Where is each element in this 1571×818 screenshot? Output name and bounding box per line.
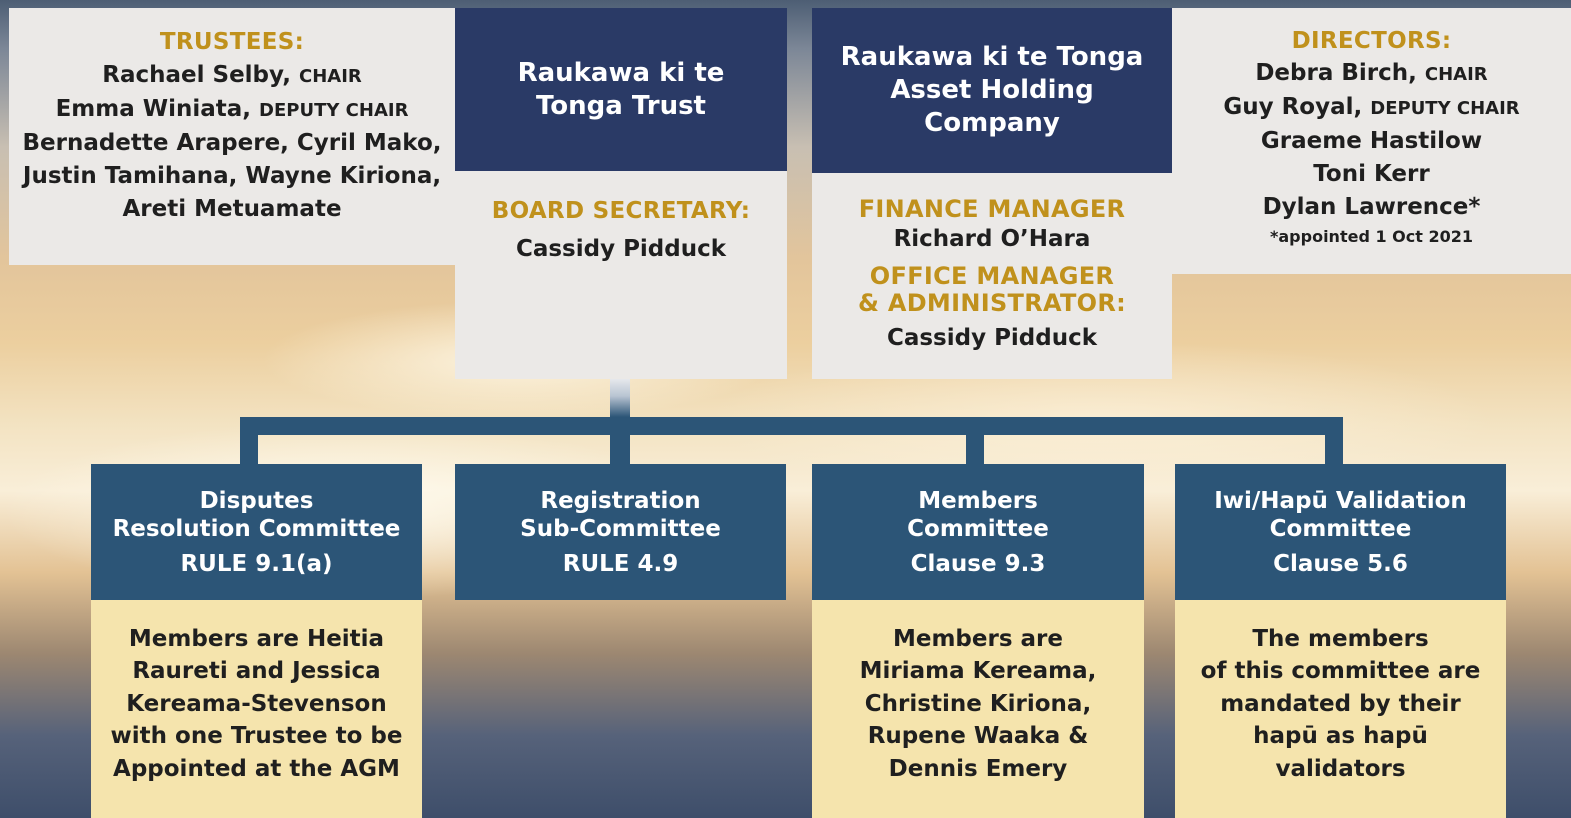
committee-members: Members are Miriama Kereama, Christine K… (859, 625, 1097, 782)
committee-title: Members Committee (907, 487, 1049, 542)
board-secretary-heading: BOARD SECRETARY: (491, 198, 751, 224)
board-secretary-panel: BOARD SECRETARY: Cassidy Pidduck (455, 171, 787, 379)
director-line: Dylan Lawrence* (1262, 194, 1481, 220)
connector-bar (240, 417, 1343, 435)
company-title: Raukawa ki te Tonga Asset Holding Compan… (840, 42, 1144, 138)
directors-heading: DIRECTORS: (1291, 28, 1452, 54)
directors-panel: DIRECTORS: Debra Birch, CHAIR Guy Royal,… (1172, 8, 1571, 274)
trustees-heading: TRUSTEES: (159, 29, 305, 55)
directors-list: Debra Birch, CHAIR Guy Royal, DEPUTY CHA… (1172, 57, 1571, 224)
board-secretary-name: Cassidy Pidduck (515, 236, 727, 262)
disputes-committee-header: Disputes Resolution Committee RULE 9.1(a… (91, 464, 422, 600)
committee-rule: Clause 9.3 (910, 550, 1046, 577)
members-committee-header: Members Committee Clause 9.3 (812, 464, 1144, 600)
directors-footnote: *appointed 1 Oct 2021 (1270, 227, 1473, 246)
director-deputy: Guy Royal, DEPUTY CHAIR (1223, 94, 1520, 120)
director-line: Toni Kerr (1313, 161, 1430, 187)
members-committee-members: Members are Miriama Kereama, Christine K… (812, 600, 1144, 818)
trustee-line: Justin Tamihana, Wayne Kiriona, (22, 163, 442, 189)
trustee-deputy: Emma Winiata, DEPUTY CHAIR (55, 96, 409, 122)
trustee-chair: Rachael Selby, CHAIR (102, 62, 362, 88)
committee-title: Registration Sub-Committee (520, 487, 721, 542)
committee-rule: Clause 5.6 (1273, 550, 1408, 577)
disputes-committee-members: Members are Heitia Raureti and Jessica K… (91, 600, 422, 818)
connector-stem (610, 379, 630, 417)
connector-drop (1325, 417, 1343, 464)
director-line: Graeme Hastilow (1260, 128, 1483, 154)
trust-title: Raukawa ki te Tonga Trust (517, 57, 725, 121)
registration-committee-header: Registration Sub-Committee RULE 4.9 (455, 464, 786, 600)
committee-rule: RULE 4.9 (562, 550, 679, 577)
trustees-list: Rachael Selby, CHAIR Emma Winiata, DEPUT… (9, 59, 455, 226)
office-manager-name: Cassidy Pidduck (886, 325, 1098, 351)
trustee-line: Areti Metuamate (122, 196, 342, 222)
trust-title-box: Raukawa ki te Tonga Trust (455, 8, 787, 171)
company-title-box: Raukawa ki te Tonga Asset Holding Compan… (812, 8, 1172, 173)
office-manager-heading: OFFICE MANAGER & ADMINISTRATOR: (857, 262, 1127, 317)
finance-manager-heading: FINANCE MANAGER (858, 195, 1126, 223)
company-staff-panel: FINANCE MANAGER Richard O’Hara OFFICE MA… (812, 173, 1172, 379)
trustees-panel: TRUSTEES: Rachael Selby, CHAIR Emma Wini… (9, 8, 455, 265)
committee-rule: RULE 9.1(a) (180, 550, 333, 577)
validation-committee-header: Iwi/Hapū Validation Committee Clause 5.6 (1175, 464, 1506, 600)
committee-members: The members of this committee are mandat… (1200, 625, 1481, 782)
director-chair: Debra Birch, CHAIR (1255, 60, 1488, 86)
trustee-line: Bernadette Arapere, Cyril Mako, (22, 130, 442, 156)
finance-manager-name: Richard O’Hara (893, 226, 1091, 252)
connector-drop (240, 417, 258, 464)
validation-committee-members: The members of this committee are mandat… (1175, 600, 1506, 818)
connector-drop (966, 417, 984, 464)
committee-members: Members are Heitia Raureti and Jessica K… (110, 625, 403, 782)
committee-title: Disputes Resolution Committee (112, 487, 401, 542)
committee-title: Iwi/Hapū Validation Committee (1214, 487, 1467, 542)
connector-drop (610, 417, 630, 464)
